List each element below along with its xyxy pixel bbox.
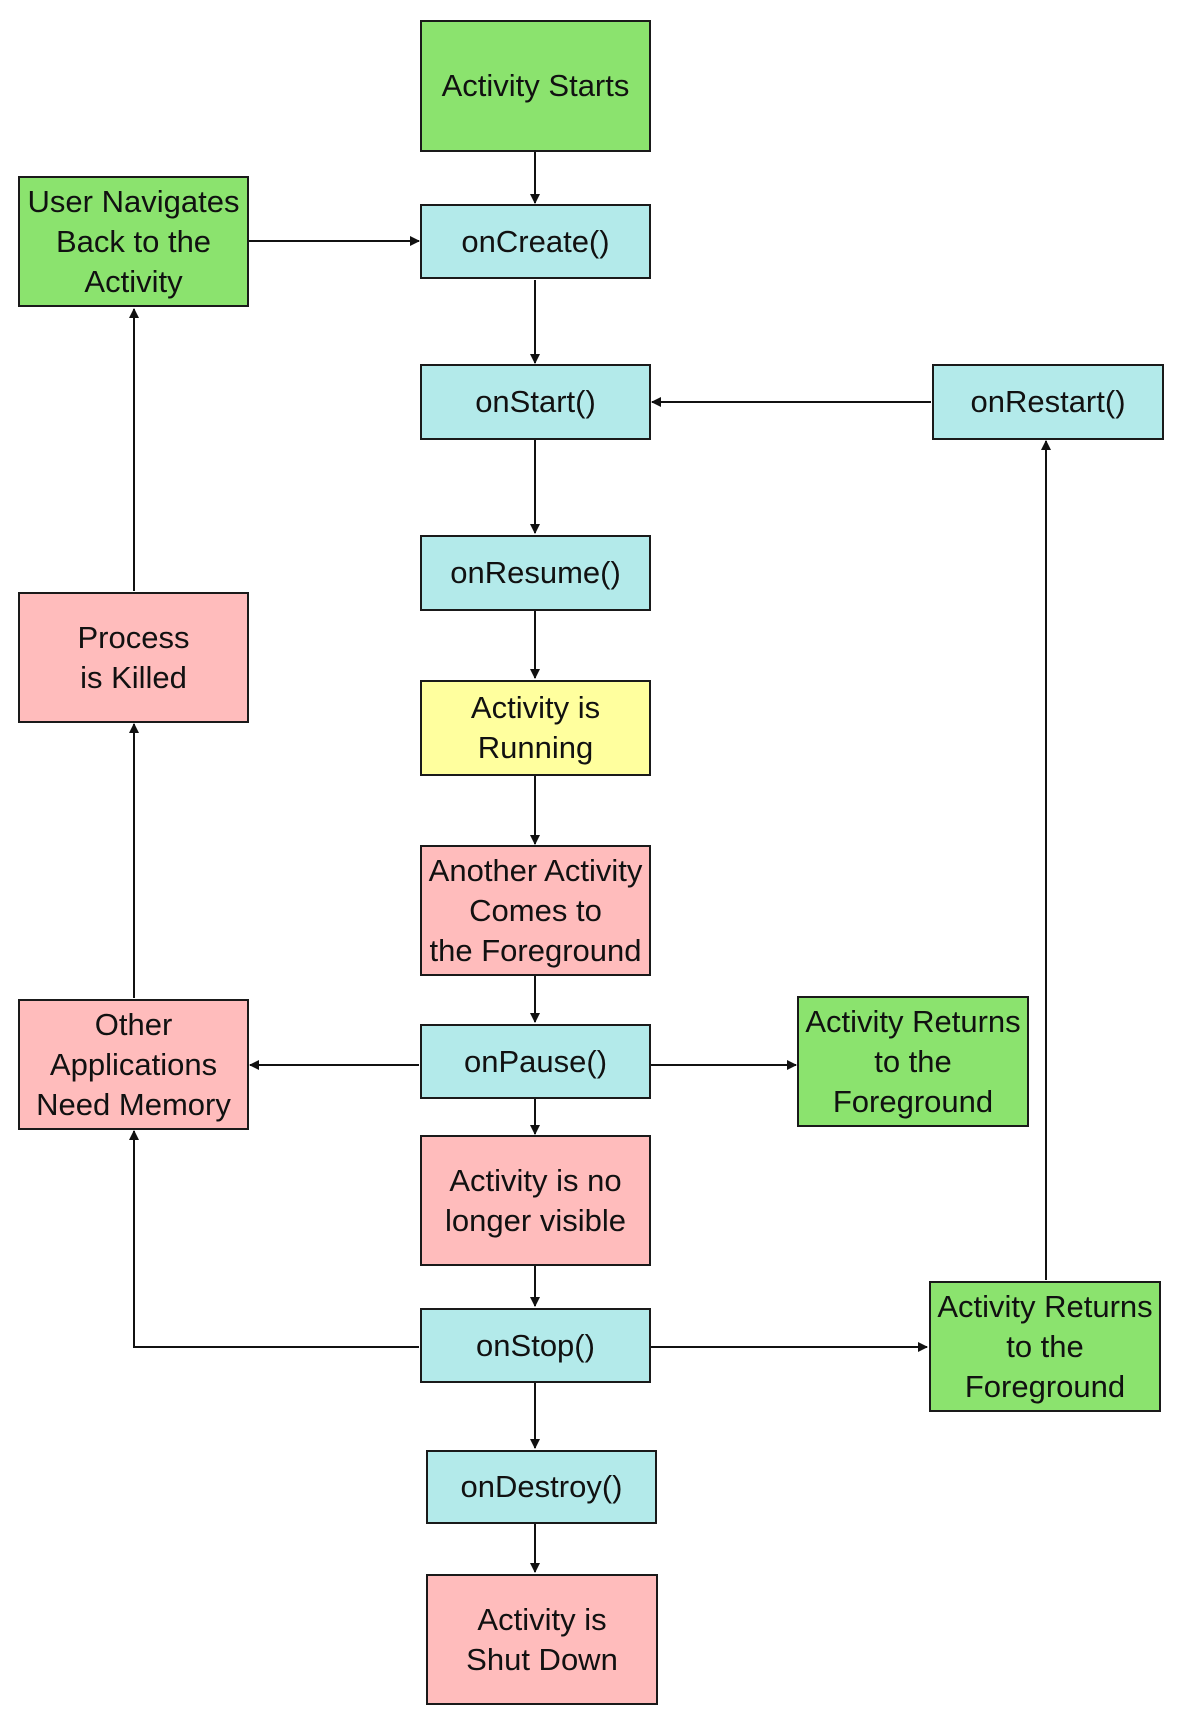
node-label-line: Foreground: [964, 1368, 1126, 1404]
node-label-line: Activity is: [477, 1601, 607, 1637]
edge-onstop-to-other-apps: [129, 1130, 419, 1348]
node-oncreate: onCreate(): [420, 204, 651, 279]
node-onpause: onPause(): [420, 1024, 651, 1099]
node-label-line: to the: [1006, 1328, 1084, 1364]
node-not-visible: Activity is no longer visible: [420, 1135, 651, 1266]
node-label-line: Activity Returns: [937, 1288, 1153, 1324]
node-onrestart: onRestart(): [932, 364, 1164, 440]
node-label-line: User Navigates: [27, 183, 240, 219]
node-onstart: onStart(): [420, 364, 651, 440]
node-label-line: Comes to: [469, 892, 602, 928]
node-ondestroy: onDestroy(): [426, 1450, 657, 1524]
node-shut-down: Activity is Shut Down: [426, 1574, 658, 1705]
node-activity-starts: Activity Starts: [420, 20, 651, 152]
node-label-line: Activity: [84, 263, 183, 299]
node-label-line: Process: [77, 619, 190, 655]
node-label-line: onStart(): [475, 384, 596, 419]
node-label-line: Activity Returns: [805, 1003, 1021, 1039]
node-label-line: Need Memory: [36, 1086, 231, 1122]
node-label-line: onDestroy(): [460, 1469, 623, 1504]
node-label-line: longer visible: [445, 1202, 626, 1238]
node-label-line: Activity is: [470, 690, 601, 725]
node-label-line: the Foreground: [429, 932, 642, 968]
node-label-line: Back to the: [55, 223, 212, 259]
node-label-line: Applications: [49, 1046, 218, 1082]
node-onresume: onResume(): [420, 535, 651, 611]
node-label-line: to the: [874, 1043, 952, 1079]
node-label-line: Activity is no: [449, 1162, 622, 1198]
node-label-line: Foreground: [832, 1083, 994, 1119]
node-label-line: onCreate(): [461, 223, 610, 259]
node-process-killed: Process is Killed: [18, 592, 249, 723]
node-label-line: onRestart(): [970, 384, 1126, 419]
node-label-line: onResume(): [450, 555, 621, 590]
node-label-line: onStop(): [476, 1327, 595, 1363]
node-activity-running: Activity is Running: [420, 680, 651, 776]
node-label-line: Shut Down: [466, 1641, 618, 1677]
node-label-line: Another Activity: [428, 852, 643, 888]
node-label-line: Running: [477, 730, 594, 765]
node-onstop: onStop(): [420, 1308, 651, 1383]
node-label-line: onPause(): [463, 1043, 608, 1079]
node-label-line: Other: [94, 1006, 173, 1042]
node-label-line: Activity Starts: [441, 68, 630, 103]
node-label-line: is Killed: [80, 659, 187, 695]
